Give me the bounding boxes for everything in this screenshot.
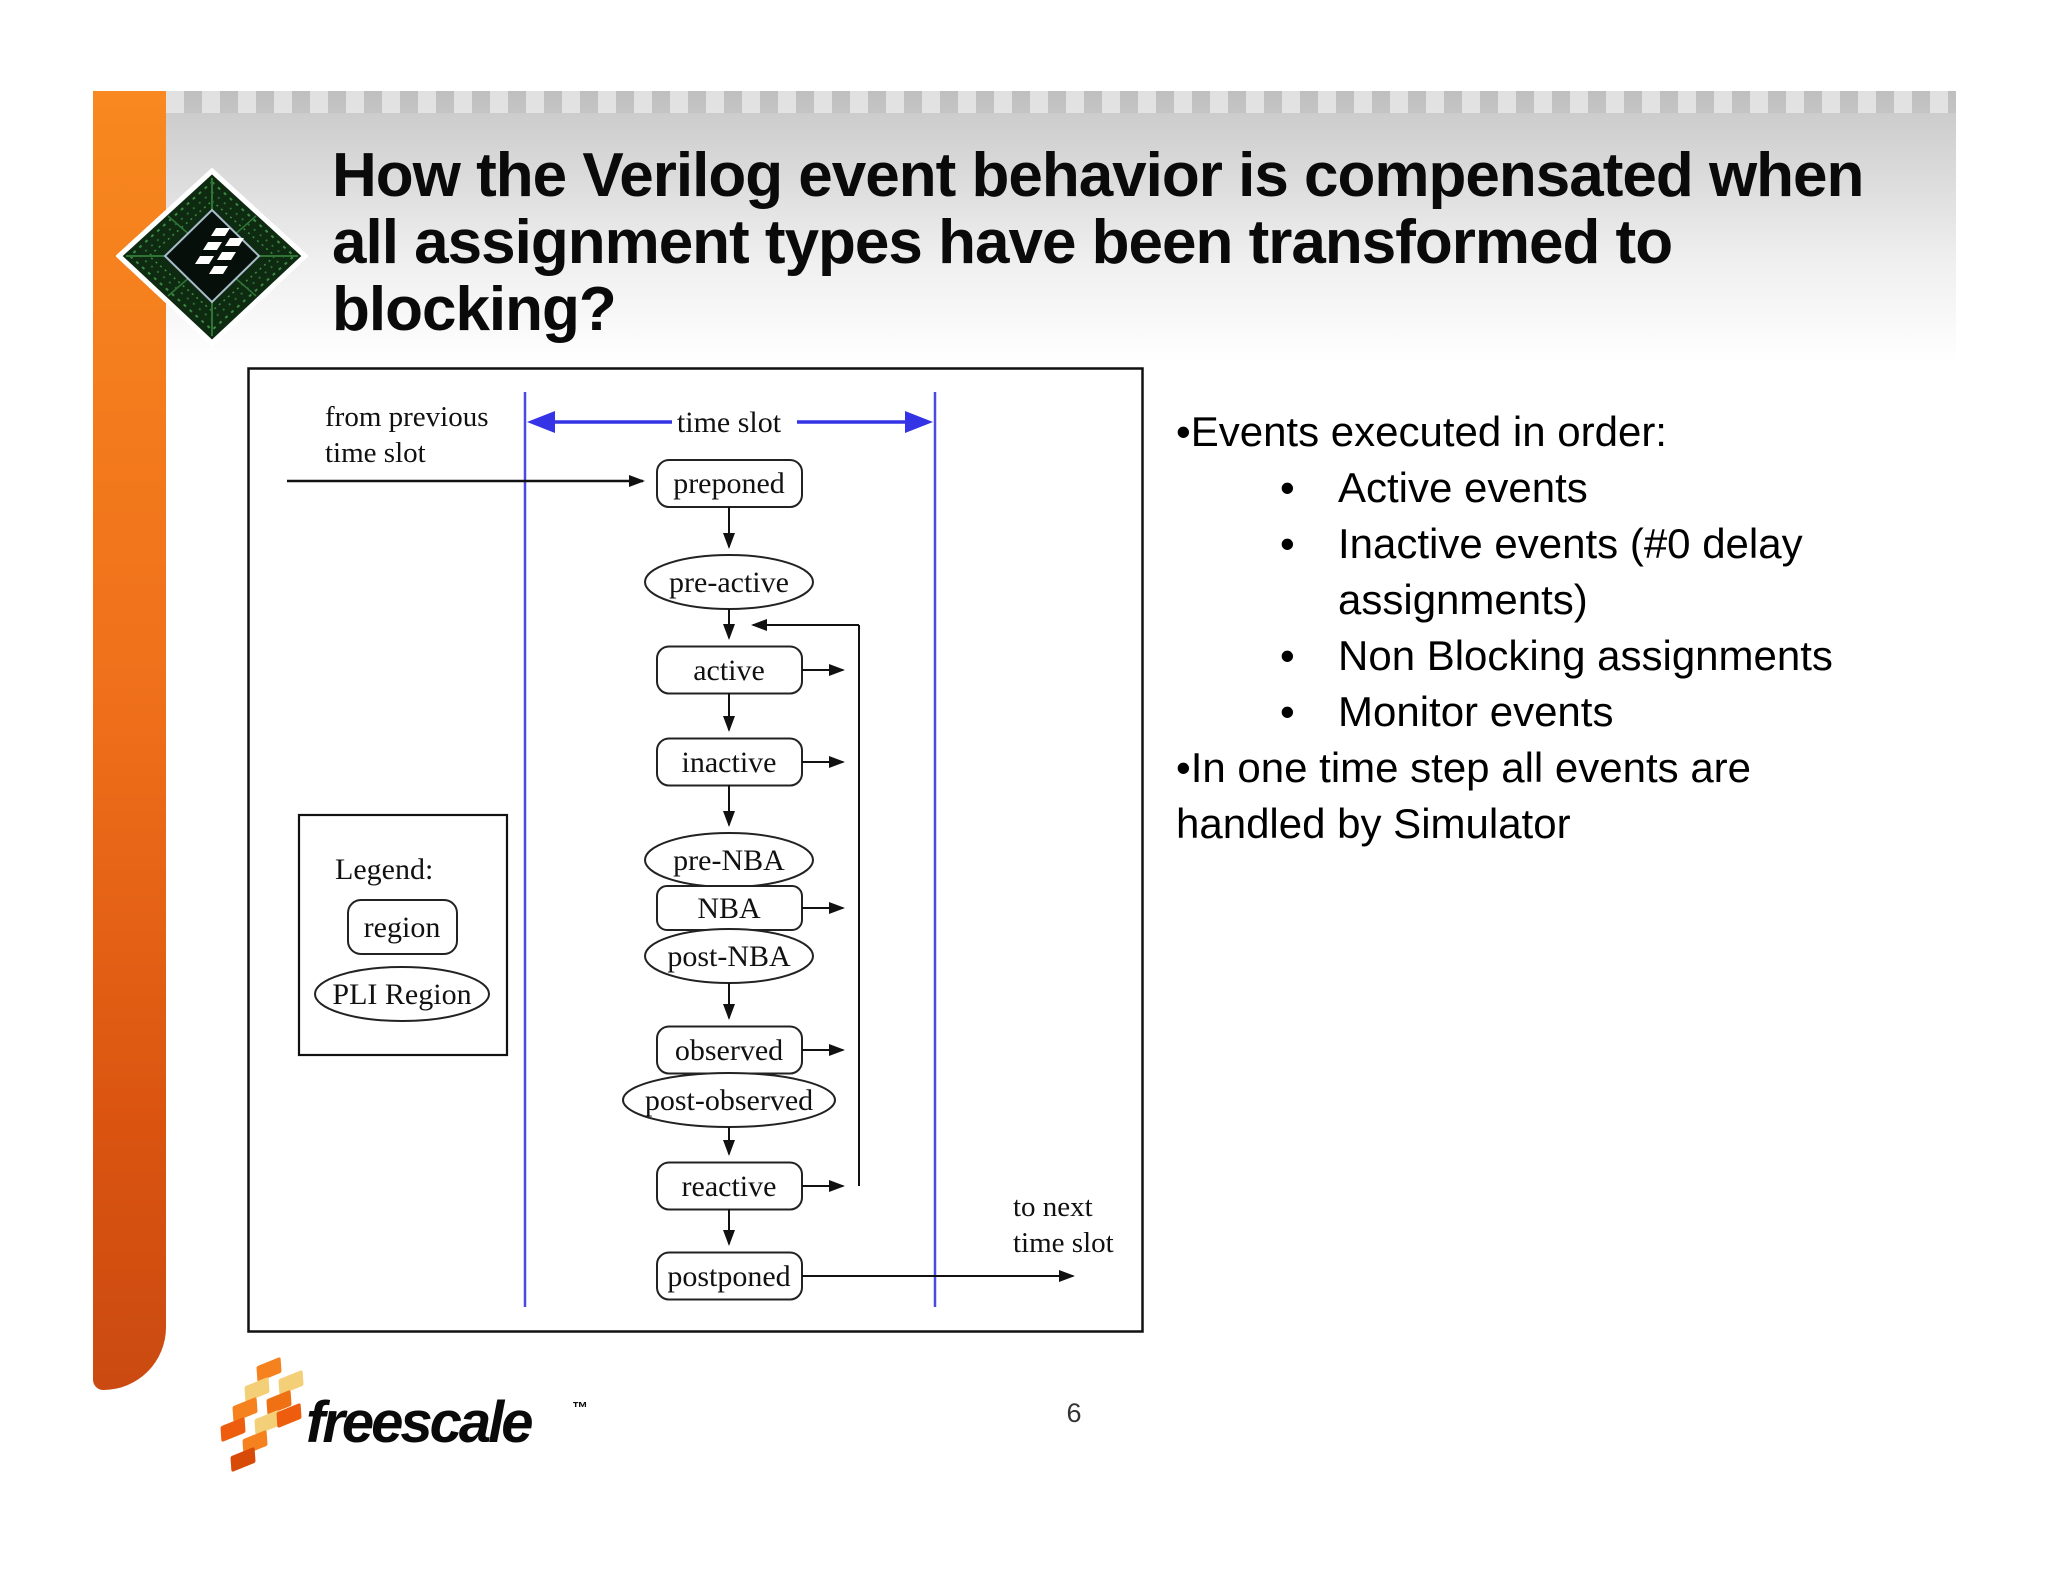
node-postponed: postponed — [656, 1251, 803, 1301]
page-number: 6 — [1066, 1398, 1082, 1428]
chip-logo-icon — [116, 168, 308, 346]
node-nba: NBA — [656, 885, 803, 931]
header-band-texture — [166, 91, 1956, 113]
svg-text:observed: observed — [675, 1034, 783, 1067]
event-scheduling-diagram: time slot preponed pre-active active — [247, 367, 1144, 1333]
svg-text:reactive: reactive — [682, 1170, 777, 1203]
node-active: active — [656, 645, 803, 695]
time-slot-span-arrow — [527, 411, 933, 433]
svg-text:active: active — [693, 654, 765, 687]
slide-title: How the Verilog event behavior is compen… — [332, 141, 1864, 344]
svg-text:pre-NBA: pre-NBA — [673, 844, 785, 877]
svg-text:pre-active: pre-active — [669, 566, 789, 599]
bullet-icon: • — [1280, 688, 1295, 735]
bullet-text: Monitor events — [1338, 688, 1614, 735]
freescale-logo: freescale ™ — [220, 1356, 700, 1490]
node-pre-nba: pre-NBA — [644, 832, 814, 888]
to-next-label: to next time slot — [1013, 1191, 1114, 1259]
trademark-symbol: ™ — [572, 1400, 588, 1417]
freescale-mark-icon — [220, 1356, 310, 1475]
svg-text:NBA: NBA — [697, 892, 761, 925]
freescale-wordmark: freescale — [306, 1390, 534, 1455]
accent-bar — [93, 91, 166, 1390]
bullet-outro: •In one time step all events are handled… — [1176, 744, 1752, 847]
legend-title: Legend: — [335, 853, 433, 886]
legend-pli-shape — [314, 966, 490, 1022]
svg-text:region: region — [364, 911, 441, 944]
list-item: • Active events — [1176, 460, 1956, 516]
bullet-list: •Events executed in order: • Active even… — [1176, 404, 1956, 852]
bullet-text: Active events — [1338, 464, 1588, 511]
legend-region-shape — [347, 899, 458, 955]
from-previous-label: from previous time slot — [325, 401, 489, 469]
list-item: • Inactive events (#0 delay assignments) — [1176, 516, 1956, 628]
bullet-icon: • — [1280, 632, 1295, 679]
node-post-observed: post-observed — [622, 1072, 836, 1128]
legend: Legend: region PLI Region — [297, 813, 509, 1057]
chip-mark-icon — [195, 228, 244, 274]
time-slot-label: time slot — [677, 406, 782, 439]
bullet-icon: • — [1280, 464, 1295, 511]
node-reactive: reactive — [656, 1161, 803, 1211]
svg-text:PLI Region: PLI Region — [332, 978, 471, 1011]
svg-text:inactive: inactive — [682, 746, 777, 779]
list-item: • Monitor events — [1176, 684, 1956, 740]
svg-text:post-observed: post-observed — [645, 1084, 813, 1117]
header-band — [166, 91, 1956, 363]
bullet-intro: •Events executed in order: — [1176, 408, 1667, 455]
svg-text:postponed: postponed — [667, 1260, 790, 1293]
list-item: • Non Blocking assignments — [1176, 628, 1956, 684]
svg-text:preponed: preponed — [673, 467, 785, 500]
svg-text:post-NBA: post-NBA — [667, 940, 791, 973]
node-pre-active: pre-active — [644, 554, 814, 610]
bullet-text: Inactive events (#0 delay assignments) — [1338, 520, 1803, 623]
bullet-icon: • — [1280, 520, 1295, 567]
node-preponed: preponed — [656, 459, 803, 508]
node-post-nba: post-NBA — [644, 928, 814, 984]
bullet-text: Non Blocking assignments — [1338, 632, 1833, 679]
node-observed: observed — [656, 1025, 803, 1075]
node-inactive: inactive — [656, 737, 803, 787]
